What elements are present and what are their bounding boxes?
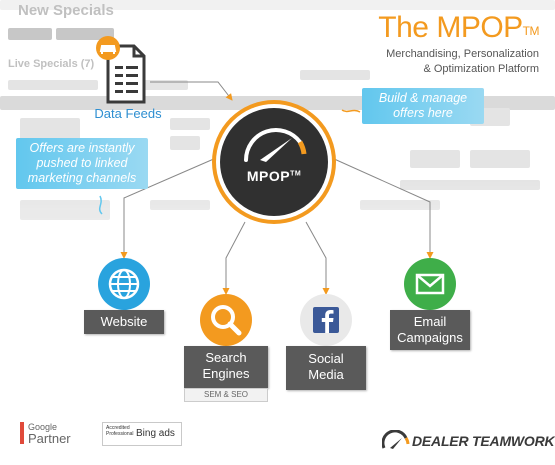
build-manage-callout: Build & manage offers here — [362, 88, 484, 124]
instant-push-callout: Offers are instantly pushed to linked ma… — [16, 138, 148, 189]
bing-accredited-text: Accredited Professional — [106, 425, 134, 437]
dealer-teamwork-logo: DEALER TEAMWORK — [382, 428, 555, 452]
subtitle-line-1: Merchandising, Personalization — [386, 48, 539, 60]
callout-left-line-2: pushed to linked — [36, 156, 128, 170]
left-callout-pointer — [98, 195, 103, 215]
magnifier-icon — [211, 305, 242, 336]
hub-core: MPOPTM — [220, 108, 328, 216]
dealer-teamwork-text: DEALER TEAMWORK — [412, 433, 555, 449]
search-label-line-1: Search — [205, 350, 247, 365]
dealer-teamwork-logo-icon — [382, 430, 410, 449]
hub-trademark: TM — [290, 170, 302, 178]
data-feeds-label: Data Feeds — [94, 106, 162, 121]
feed-connector — [150, 81, 233, 101]
document-icon — [96, 36, 146, 104]
social-label-line-1: Social — [308, 351, 344, 366]
header: The MPOPTM Merchandising, Personalizatio… — [378, 12, 539, 77]
speedometer-icon — [244, 128, 307, 162]
hub-label-text: MPOP — [246, 168, 291, 184]
globe-icon — [108, 268, 140, 300]
website-label-text: Website — [100, 314, 148, 329]
trademark: TM — [522, 24, 540, 38]
envelope-icon — [415, 273, 445, 295]
social-label[interactable]: Social Media — [286, 346, 366, 390]
email-label-line-1: Email — [413, 314, 447, 329]
search-node[interactable] — [200, 294, 252, 346]
search-connector — [222, 221, 246, 295]
social-connector — [305, 221, 330, 295]
email-connector — [331, 157, 434, 259]
social-label-line-2: Media — [308, 367, 344, 382]
page-title: The MPOPTM — [378, 12, 539, 44]
partner-text: Partner — [28, 431, 71, 446]
subtitle-line-2: & Optimization Platform — [423, 63, 539, 75]
email-node[interactable] — [404, 258, 456, 310]
mpop-hub[interactable]: MPOPTM — [212, 100, 336, 224]
google-text: Google — [28, 422, 58, 432]
callout-right-line-1: Build & manage — [378, 91, 468, 105]
search-label-line-2: Engines — [202, 366, 250, 381]
sem-seo-label: SEM & SEO — [184, 388, 268, 402]
social-node[interactable] — [300, 294, 352, 346]
title-text: The MPOP — [378, 11, 523, 44]
search-label[interactable]: Search Engines — [184, 346, 268, 388]
bing-ads-text: Bing ads — [136, 428, 175, 439]
email-label[interactable]: Email Campaigns — [390, 310, 470, 350]
website-node[interactable] — [98, 258, 150, 310]
callout-left-line-1: Offers are instantly — [29, 141, 135, 155]
email-label-line-2: Campaigns — [397, 330, 463, 345]
google-partner-badge: Google Partner — [20, 422, 84, 446]
website-label[interactable]: Website — [84, 310, 164, 334]
hub-label: MPOPTM — [220, 168, 328, 184]
callout-left-line-3: marketing channels — [27, 171, 137, 185]
website-connector — [120, 157, 217, 259]
right-callout-pointer — [341, 109, 361, 113]
facebook-icon — [313, 307, 339, 333]
callout-right-line-2: offers here — [393, 106, 453, 120]
bing-ads-badge: Accredited Professional Bing ads — [102, 422, 182, 446]
